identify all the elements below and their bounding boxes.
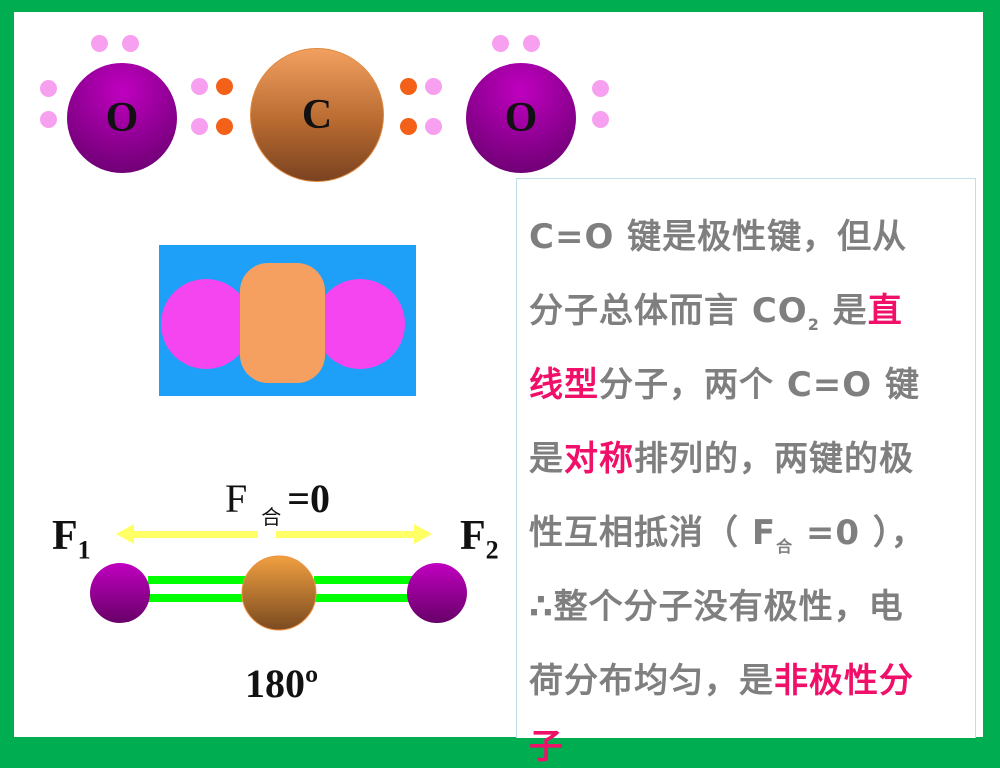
f2-sub: 2 — [485, 535, 499, 565]
text: =0 ）， — [793, 513, 926, 553]
text: 分子，两个 C=O 键 — [599, 365, 921, 405]
resultant-f: F — [225, 476, 248, 521]
highlight: 非极性分 — [774, 661, 914, 701]
f2-label: F2 — [460, 512, 499, 565]
f1: F — [52, 513, 78, 559]
arrows-and-bonds — [90, 524, 467, 631]
carbon-ball — [241, 555, 317, 631]
arrow-f1-shaft — [126, 531, 258, 538]
text-line-3: 线型分子，两个 C=O 键 — [529, 357, 920, 406]
angle-label: 180º — [245, 661, 319, 706]
bond-line — [148, 594, 248, 602]
text-line-8: 子 — [529, 727, 564, 767]
highlight: 线型 — [529, 365, 599, 405]
arrow-f2-shaft — [276, 531, 421, 538]
electron-dot — [592, 80, 609, 97]
carbon-atom: C — [250, 48, 384, 182]
text: 排列的，两键的极 — [634, 439, 914, 479]
oxygen-sphere — [315, 279, 405, 369]
text-line-1: C=O 键是极性键，但从 — [529, 217, 908, 257]
f1-label: F1 — [52, 512, 91, 565]
carbon-sphere — [240, 263, 325, 383]
text: 是 — [529, 439, 564, 479]
text-line-4: 是对称排列的，两键的极 — [529, 431, 914, 480]
electron-dot — [122, 35, 139, 52]
text-line-6: ∴整个分子没有极性，电 — [529, 587, 904, 627]
bond-line — [314, 576, 414, 584]
electron-dot — [216, 118, 233, 135]
electron-dot — [492, 35, 509, 52]
text-line-2: 分子总体而言 CO2 是直 — [529, 283, 903, 334]
oxygen-atom-right: O — [466, 63, 576, 173]
bond-line — [148, 576, 248, 584]
bond-line — [314, 594, 414, 602]
arrow-f1-head — [116, 524, 134, 544]
f1-sub: 1 — [77, 535, 91, 565]
oxygen-atom-left: O — [67, 63, 177, 173]
electron-dot — [191, 78, 208, 95]
electron-dot — [40, 80, 57, 97]
electron-dot — [191, 118, 208, 135]
electron-dot — [592, 111, 609, 128]
subscript: 2 — [807, 314, 820, 334]
electron-dot — [40, 111, 57, 128]
oxygen-ball-right — [407, 563, 467, 623]
electron-dot — [400, 118, 417, 135]
text: 性互相抵消（ F — [529, 513, 777, 553]
space-filling-model — [159, 245, 416, 396]
electron-dot — [91, 35, 108, 52]
explanation-textbox: C=O 键是极性键，但从 分子总体而言 CO2 是直 线型分子，两个 C=O 键… — [516, 178, 976, 767]
f2: F — [460, 513, 486, 559]
bottom-border — [0, 737, 1000, 750]
oxygen-sphere — [161, 279, 251, 369]
text-line-7: 荷分布均匀，是非极性分 — [529, 653, 914, 702]
electron-dot — [425, 118, 442, 135]
text: 是 — [819, 291, 868, 331]
text: 分子总体而言 CO — [529, 291, 808, 331]
resultant-value: =0 — [287, 476, 331, 521]
highlight: 对称 — [564, 439, 634, 479]
oxygen-ball-left — [90, 563, 150, 623]
electron-dot — [216, 78, 233, 95]
arrow-f2-head — [414, 524, 432, 544]
electron-dot — [523, 35, 540, 52]
text: 荷分布均匀，是 — [529, 661, 774, 701]
highlight: 直 — [867, 291, 903, 331]
subscript: 合 — [776, 536, 794, 556]
text-line-5: 性互相抵消（ F合 =0 ）， — [529, 505, 926, 557]
electron-dot — [400, 78, 417, 95]
electron-dot — [425, 78, 442, 95]
resultant-sub: 合 — [261, 505, 282, 529]
